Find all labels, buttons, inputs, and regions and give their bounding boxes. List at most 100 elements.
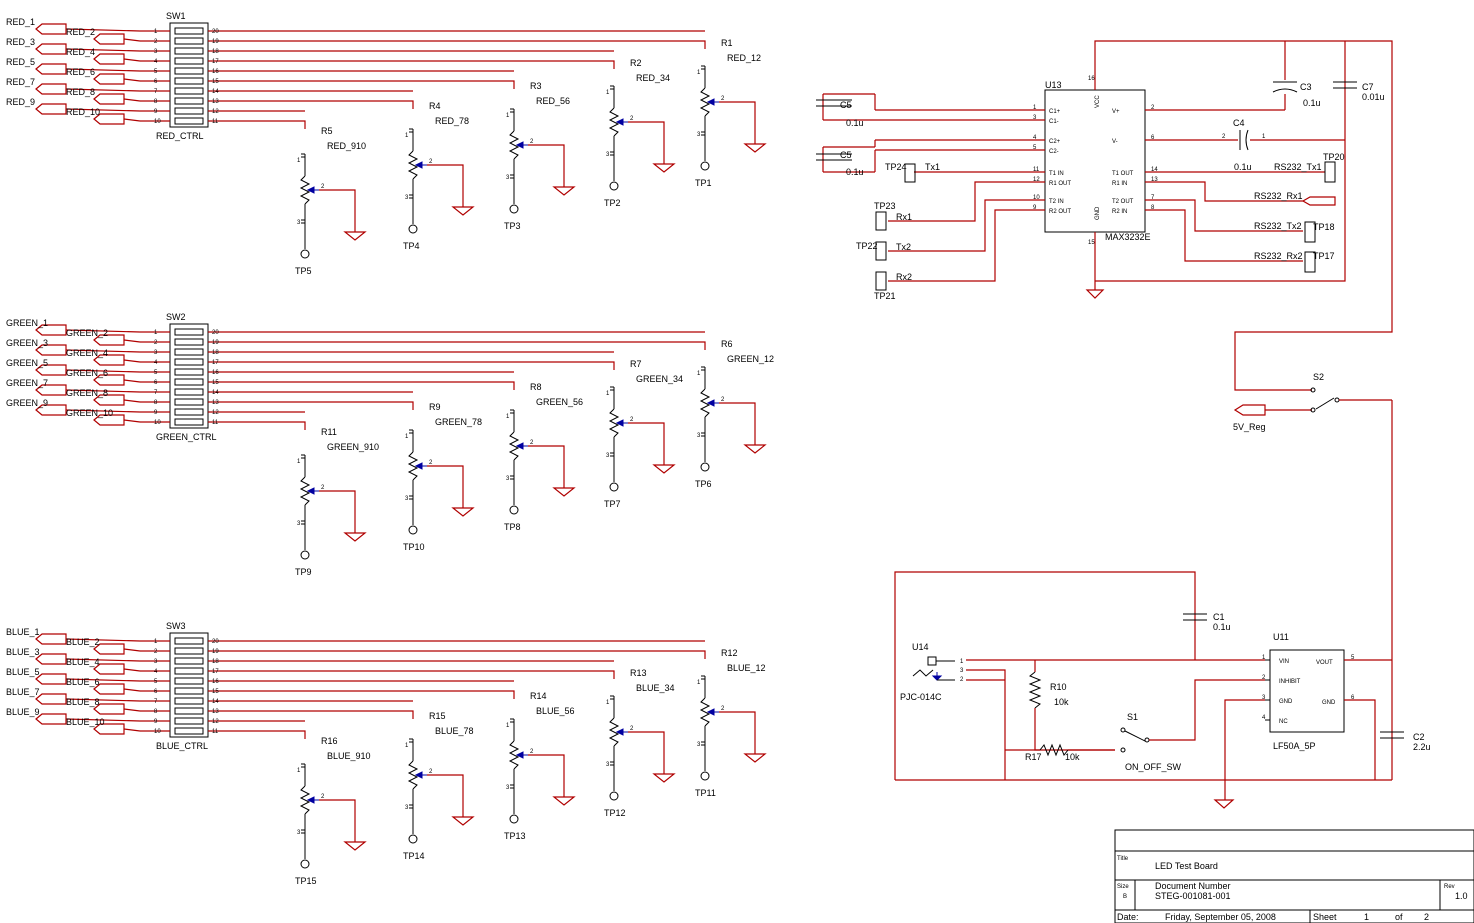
connector-label: RED_5 (6, 57, 35, 67)
pot-pin: 1 (506, 113, 510, 119)
testpoint-tp3 (509, 204, 519, 214)
switch-ref: SW3 (166, 621, 186, 631)
switch-pin-right: 11 (212, 119, 219, 125)
u13-pin-name: V- (1112, 139, 1118, 145)
switch-position (174, 687, 204, 695)
switch-pin-right: 17 (212, 669, 219, 675)
switch-pin-right: 20 (212, 639, 219, 645)
title-block: Title LED Test Board Size B Document Num… (1114, 829, 1474, 923)
ground-symbol (451, 816, 475, 826)
connector (35, 713, 67, 725)
u13-pin-num: 12 (1033, 177, 1040, 183)
u11-pin-name: NC (1279, 719, 1288, 725)
ground-symbol (343, 841, 367, 851)
switch-pin-left: 6 (154, 689, 158, 695)
u11-pin-num: 6 (1351, 695, 1355, 701)
switch-pin-right: 18 (212, 659, 219, 665)
switch-pin-left: 10 (154, 119, 161, 125)
u14-ref: U14 (912, 642, 929, 652)
switch-position (174, 408, 204, 416)
title-label: Title (1117, 856, 1129, 862)
connector-label: RED_6 (66, 67, 95, 77)
switch-pin-left: 2 (154, 340, 158, 346)
ground-symbol (343, 231, 367, 241)
s2-net: 5V_Reg (1233, 422, 1266, 432)
connector (35, 63, 67, 75)
ground-symbol (451, 507, 475, 517)
testpoint-label: TP5 (295, 266, 312, 276)
switch-pin-right: 15 (212, 689, 219, 695)
pot-pin: 1 (405, 434, 409, 440)
switch-pin-left: 8 (154, 709, 158, 715)
testpoint-tp8 (509, 505, 519, 515)
switch-position (174, 358, 204, 366)
switch-position (174, 348, 204, 356)
testpoint-tp24 (904, 163, 916, 183)
switch-pin-right: 12 (212, 410, 219, 416)
u13-pin-num: 13 (1151, 177, 1158, 183)
u13-pin-name: C1- (1049, 119, 1059, 125)
switch-pin-left: 5 (154, 370, 158, 376)
u13-pin-name: R1 OUT (1049, 181, 1071, 187)
connector-label: BLUE_10 (66, 717, 105, 727)
switch-position (174, 97, 204, 105)
switch-pin-right: 15 (212, 380, 219, 386)
testpoint-label: TP13 (504, 831, 526, 841)
docnum-text: STEG-001081-001 (1155, 891, 1231, 901)
switch-ref: SW2 (166, 312, 186, 322)
testpoint-label: TP7 (604, 499, 621, 509)
u13-pin-name: T2 IN (1049, 199, 1064, 205)
pot-pin: 3 (506, 476, 510, 482)
date-label: Date: (1117, 912, 1139, 922)
testpoint-tp14 (408, 834, 418, 844)
pot-value: GREEN_56 (536, 397, 583, 407)
testpoint-ref: TP21 (874, 291, 896, 301)
testpoint-label: TP11 (695, 788, 716, 798)
connector-label: RED_2 (66, 27, 95, 37)
u13-pin-name: V+ (1112, 109, 1120, 115)
testpoint-ref: TP24 (885, 162, 907, 172)
switch-pin-left: 10 (154, 729, 161, 735)
pot-pin: 2 (429, 159, 433, 165)
pot-pin: 3 (606, 453, 610, 459)
switch-position (174, 107, 204, 115)
c7-ref: C7 (1362, 82, 1374, 92)
switch-pin-left: 2 (154, 39, 158, 45)
u13-pin-name: R1 IN (1112, 181, 1127, 187)
pot-ref: R9 (429, 402, 441, 412)
switch-pin-right: 14 (212, 699, 219, 705)
pot-pin: 2 (530, 749, 534, 755)
pot-pin: 2 (630, 417, 634, 423)
switch-pin-right: 19 (212, 340, 219, 346)
testpoint-tp15 (300, 859, 310, 869)
pot-value: RED_56 (536, 96, 570, 106)
u13-pin-num: 14 (1151, 167, 1158, 173)
switch-pin-left: 9 (154, 719, 158, 725)
switch-position (174, 727, 204, 735)
connector-label: BLUE_9 (6, 707, 40, 717)
switch-body (169, 632, 209, 738)
testpoint-label: TP14 (403, 851, 425, 861)
switch-pin-left: 1 (154, 29, 158, 35)
pot-pin: 3 (697, 742, 701, 748)
date-text: Friday, September 05, 2008 (1165, 912, 1276, 922)
connector-label: RED_10 (66, 107, 100, 117)
pot-pin: 3 (297, 521, 301, 527)
pot-ref: R3 (530, 81, 542, 91)
switch-pin-right: 13 (212, 400, 219, 406)
pot-pin: 1 (606, 90, 610, 96)
c2-ref: C2 (1413, 732, 1425, 742)
ground-symbol (451, 206, 475, 216)
connector (35, 633, 67, 645)
u11-pin-num: 4 (1262, 715, 1266, 721)
pot-ref: R8 (530, 382, 542, 392)
switch-position (174, 697, 204, 705)
testpoint-label: TP6 (695, 479, 712, 489)
pot-value: RED_910 (327, 141, 366, 151)
r10-value: 10k (1054, 697, 1069, 707)
